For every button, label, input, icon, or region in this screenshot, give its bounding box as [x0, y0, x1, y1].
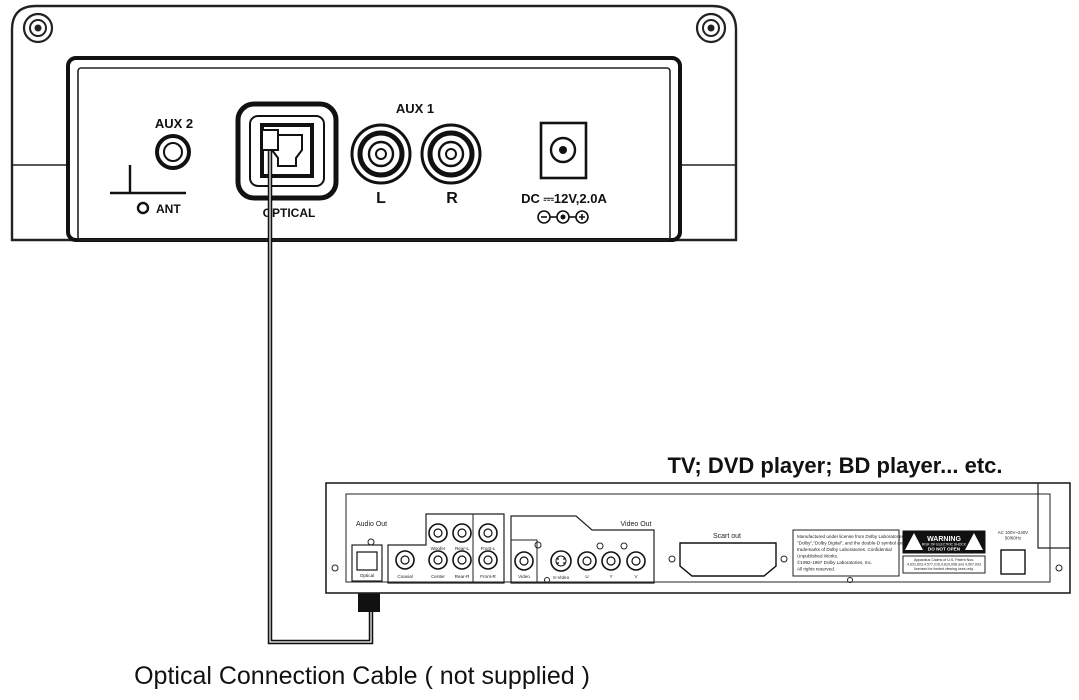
dolby-line-2: "Dolby","Dolby Digital", and the double-… — [797, 541, 904, 546]
rca-rear-r-icon[interactable] — [452, 550, 472, 570]
antenna-icon — [110, 165, 186, 215]
speaker-rear-panel: AUX 2 ANT OPTICAL AUX 1 — [10, 4, 738, 242]
screw-left-icon — [22, 12, 54, 44]
ant-label: ANT — [156, 202, 181, 216]
aux1-left-jack-icon[interactable] — [350, 123, 412, 185]
patent-notice-box — [902, 555, 986, 574]
device-optical-port-icon[interactable] — [356, 551, 378, 571]
dolby-line-3: trademarks of Dolby Laboratories. Confid… — [797, 547, 892, 552]
aux1-right-jack-icon[interactable] — [420, 123, 482, 185]
jack-label-rear-l: Rear-L — [455, 546, 469, 551]
jack-label-u: U — [585, 574, 588, 579]
jack-label-y: Y — [609, 574, 612, 579]
optical-port-icon[interactable] — [235, 101, 339, 201]
rca-rear-l-icon[interactable] — [452, 523, 472, 543]
jack-label-coaxial: Coaxial — [397, 574, 412, 579]
scart-port-icon[interactable] — [679, 542, 777, 577]
dolby-line-6: All rights reserved. — [797, 567, 835, 572]
dc-rating-label: DC ⎓12V,2.0A — [521, 191, 607, 206]
warning-triangle-right-icon — [965, 533, 983, 550]
warning-triangle-left-icon — [905, 533, 923, 550]
audio-out-label: Audio Out — [356, 521, 387, 528]
aux1-label: AUX 1 — [396, 101, 434, 116]
patent-line-3: licensed for limited viewing uses only. — [914, 567, 974, 571]
jack-label-rear-r: Rear-R — [455, 574, 470, 579]
scart-out-label: Scart out — [713, 533, 741, 540]
svideo-port-icon[interactable] — [550, 550, 572, 572]
dolby-notice-box — [792, 529, 900, 577]
rca-video-icon[interactable] — [514, 551, 534, 571]
source-device-rear-panel: Audio Out Optical — [325, 482, 1071, 594]
dolby-line-4: Unpublished Works. — [797, 554, 838, 559]
rca-y-icon[interactable] — [601, 551, 621, 571]
polarity-symbol-icon — [537, 210, 589, 224]
warning-label-box — [902, 530, 986, 554]
screw-right-icon — [695, 12, 727, 44]
dolby-line-5: ©1992-1997 Dolby Laboratories, Inc. — [797, 559, 872, 565]
aux1-right-label: R — [446, 190, 458, 207]
aux1-left-label: L — [376, 190, 386, 207]
rca-coaxial-icon[interactable] — [395, 550, 415, 570]
power-line-1: AC 100V~240V — [998, 530, 1028, 535]
jack-label-s-video: S-Video — [553, 575, 570, 580]
jack-label-optical: Optical — [360, 573, 374, 578]
cable-caption: Optical Connection Cable ( not supplied … — [134, 662, 590, 690]
rca-woofer-icon[interactable] — [428, 523, 448, 543]
jack-label-center: Center — [431, 574, 445, 579]
optical-cable — [261, 129, 380, 645]
jack-label-front-r: Front-R — [480, 574, 496, 579]
dc-power-jack-icon[interactable] — [539, 121, 588, 180]
rca-front-l-icon[interactable] — [478, 523, 498, 543]
rca-front-r-icon[interactable] — [478, 550, 498, 570]
dolby-line-1: Manufactured under license from Dolby La… — [797, 534, 905, 539]
warning-title: WARNING — [927, 536, 961, 543]
video-out-label: Video Out — [620, 521, 651, 528]
warning-sub: DO NOT OPEN — [928, 547, 961, 552]
power-line-2: 50/60Hz — [1005, 536, 1021, 541]
aux2-label: AUX 2 — [155, 116, 193, 131]
patent-line-1: Apparatus Claims of U.S. Patent Nos. — [914, 558, 974, 562]
rca-center-icon[interactable] — [428, 550, 448, 570]
source-device-title: TV; DVD player; BD player... etc. — [667, 453, 1002, 478]
aux2-jack-icon[interactable] — [155, 134, 191, 170]
warning-small: RISK OF ELECTRIC SHOCK — [922, 543, 967, 547]
patent-line-2: 4,631,603,4,577,216,4,819,098 and 4,907,… — [907, 563, 981, 567]
rca-v-icon[interactable] — [626, 551, 646, 571]
power-socket-icon[interactable] — [1000, 549, 1026, 575]
jack-label-video: Video — [518, 574, 530, 579]
optical-label: OPTICAL — [263, 206, 316, 220]
rca-u-icon[interactable] — [577, 551, 597, 571]
jack-label-front-l: Front-L — [481, 546, 496, 551]
jack-label-v: V — [634, 574, 638, 579]
jack-label-woofer: Woofer — [431, 546, 446, 551]
